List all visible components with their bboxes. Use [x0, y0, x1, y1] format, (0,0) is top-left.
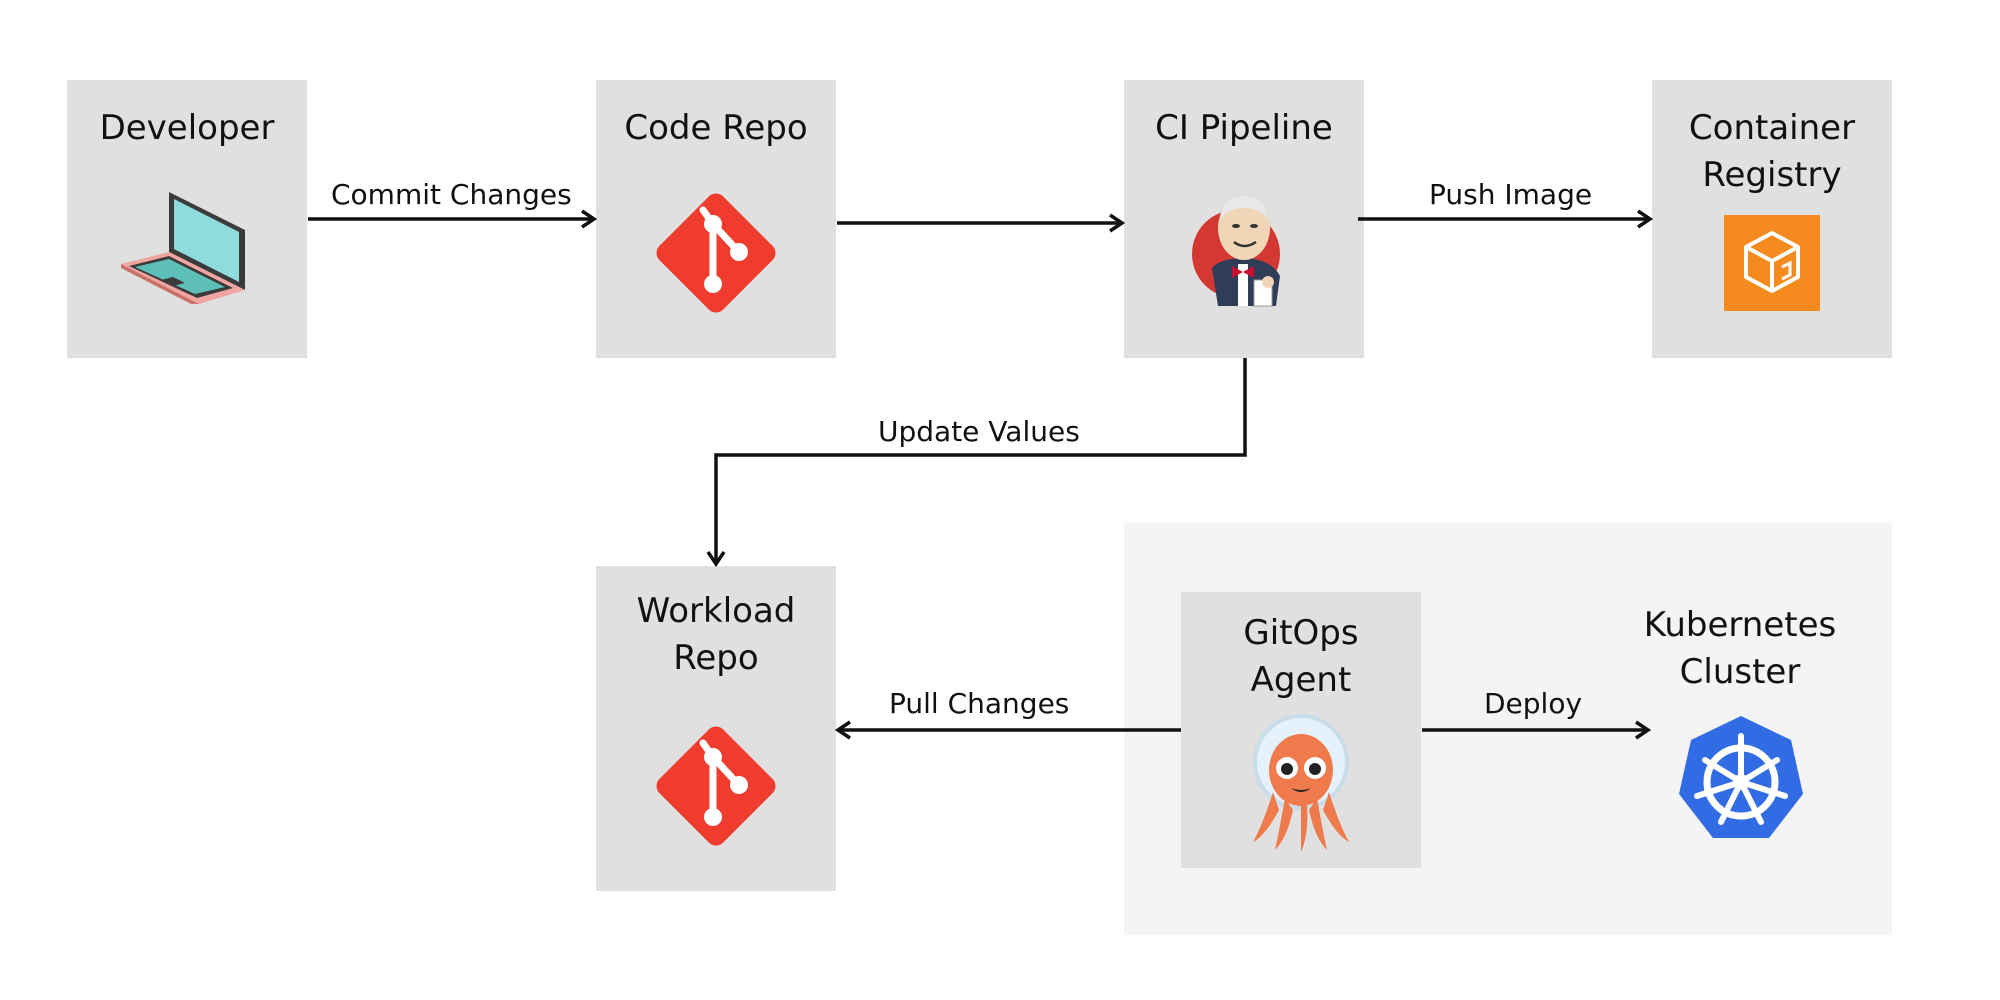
container-registry-node[interactable]: Container Registry [1652, 80, 1892, 358]
code-repo-node[interactable]: Code Repo [596, 80, 836, 358]
deploy-label: Deploy [1484, 687, 1583, 720]
workload-repo-title: Workload Repo [636, 591, 796, 678]
code-repo-title: Code Repo [624, 108, 808, 148]
push-image-label: Push Image [1429, 178, 1593, 211]
update-values-arrow [714, 358, 1247, 562]
kubernetes-icon [1679, 716, 1803, 838]
ci-pipeline-node[interactable]: CI Pipeline [1124, 80, 1364, 358]
update-values-label: Update Values [878, 415, 1080, 448]
kubernetes-cluster-node[interactable]: Kubernetes Cluster [1620, 592, 1860, 872]
gitops-agent-node[interactable]: GitOps Agent [1181, 592, 1421, 868]
workload-repo-node[interactable]: Workload Repo [596, 566, 836, 891]
gitops-agent-title: GitOps Agent [1243, 613, 1359, 700]
git-icon [656, 193, 776, 313]
developer-title: Developer [99, 108, 275, 148]
jenkins-icon [1192, 196, 1280, 307]
registry-icon [1724, 215, 1820, 311]
pull-changes-label: Pull Changes [889, 687, 1070, 720]
argo-octopus-icon [1253, 714, 1349, 852]
laptop-icon [121, 192, 245, 304]
container-registry-title: Container Registry [1688, 108, 1856, 195]
kubernetes-cluster-title: Kubernetes Cluster [1643, 605, 1837, 692]
git-icon [656, 726, 776, 846]
developer-node[interactable]: Developer [67, 80, 307, 358]
ci-pipeline-title: CI Pipeline [1155, 108, 1333, 148]
commit-changes-label: Commit Changes [331, 178, 572, 211]
